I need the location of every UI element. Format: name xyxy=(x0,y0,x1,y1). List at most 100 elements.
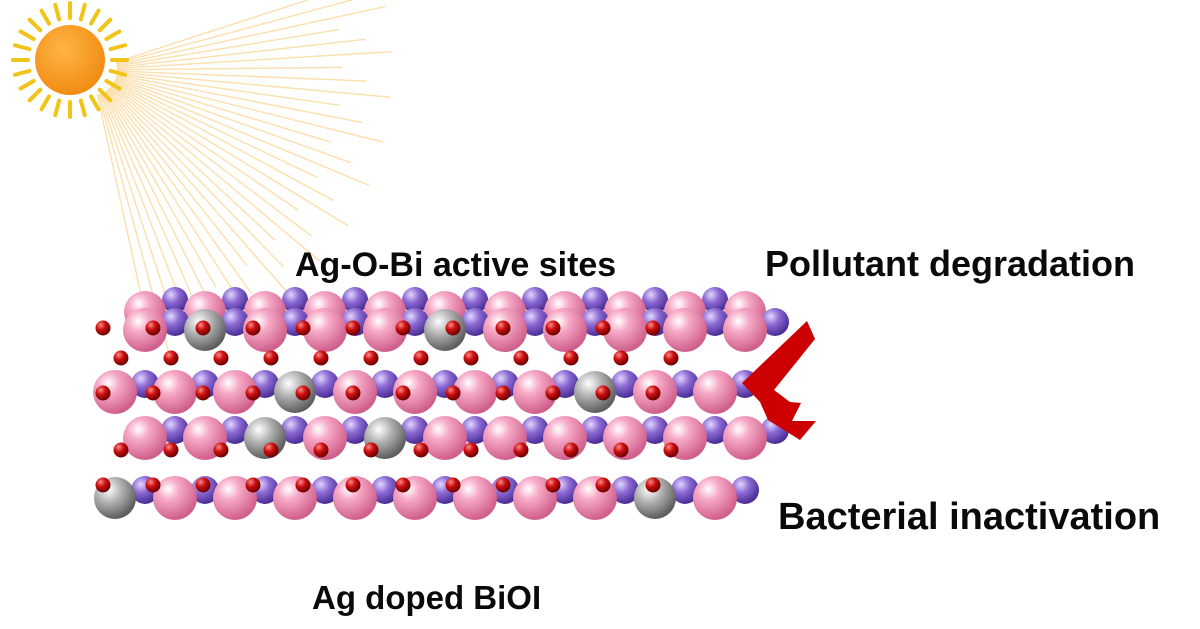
light-beam xyxy=(113,81,335,202)
light-beam xyxy=(114,80,318,179)
i-atom xyxy=(611,476,639,504)
o-atom xyxy=(363,350,379,366)
i-atom xyxy=(281,416,309,444)
i-atom xyxy=(371,370,399,398)
light-beam xyxy=(116,74,363,124)
i-atom xyxy=(221,308,249,336)
light-beam xyxy=(115,77,352,164)
i-atom xyxy=(581,416,609,444)
i-atom xyxy=(221,416,249,444)
o-atom xyxy=(645,320,661,336)
bi-atom xyxy=(153,370,197,414)
i-atom xyxy=(222,287,248,313)
bi-atom xyxy=(723,308,767,352)
o-atom xyxy=(613,442,629,458)
bi-atom xyxy=(543,308,587,352)
o-atom xyxy=(195,477,211,493)
i-atom xyxy=(311,476,339,504)
bi-atom xyxy=(693,476,737,520)
light-beam xyxy=(105,89,253,295)
o-atom xyxy=(195,320,211,336)
o-atom xyxy=(513,442,529,458)
o-atom xyxy=(295,477,311,493)
o-atom xyxy=(145,385,161,401)
o-atom xyxy=(413,442,429,458)
sun-ray xyxy=(97,17,113,33)
active-sites-label: Ag-O-Bi active sites xyxy=(295,246,617,284)
bi-atom xyxy=(93,370,137,414)
o-atom xyxy=(363,442,379,458)
i-atom xyxy=(641,416,669,444)
o-atom xyxy=(545,320,561,336)
bi-atom xyxy=(123,416,167,460)
o-atom xyxy=(445,320,461,336)
o-atom xyxy=(95,477,111,493)
i-atom xyxy=(521,416,549,444)
o-atom xyxy=(513,350,529,366)
light-beam xyxy=(110,85,323,264)
i-atom xyxy=(402,287,428,313)
i-atom xyxy=(161,308,189,336)
bi-atom xyxy=(723,416,767,460)
sun-ray xyxy=(78,2,87,22)
sun-ray xyxy=(108,43,128,52)
sun-ray xyxy=(12,68,32,77)
light-beam xyxy=(107,88,291,296)
sun-ray xyxy=(89,8,101,26)
o-atom xyxy=(163,442,179,458)
light-beam xyxy=(116,5,386,66)
sun-disc xyxy=(35,25,105,95)
i-atom xyxy=(461,416,489,444)
light-beam xyxy=(112,83,300,212)
light-beam xyxy=(103,91,217,288)
o-atom xyxy=(113,350,129,366)
o-atom xyxy=(663,350,679,366)
bi-atom xyxy=(123,308,167,352)
i-atom xyxy=(522,287,548,313)
light-beam xyxy=(100,93,183,304)
o-atom xyxy=(345,477,361,493)
o-atom xyxy=(295,320,311,336)
i-atom xyxy=(761,308,789,336)
i-atom xyxy=(401,416,429,444)
bi-atom xyxy=(513,370,557,414)
light-beam xyxy=(109,86,276,241)
sun-ray xyxy=(12,43,32,52)
i-atom xyxy=(162,287,188,313)
o-atom xyxy=(445,477,461,493)
o-atom xyxy=(313,442,329,458)
sun-ray xyxy=(39,94,51,112)
light-beam xyxy=(96,94,146,315)
light-beam xyxy=(115,0,355,65)
i-atom xyxy=(282,287,308,313)
bi-atom xyxy=(423,416,467,460)
material-label: Ag doped BiOI xyxy=(312,579,542,616)
bi-atom xyxy=(303,308,347,352)
i-atom xyxy=(701,308,729,336)
pollutant-degradation-label: Pollutant degradation xyxy=(765,243,1136,284)
i-atom xyxy=(582,287,608,313)
light-beam xyxy=(112,82,349,227)
o-atom xyxy=(595,320,611,336)
o-atom xyxy=(395,320,411,336)
o-atom xyxy=(195,385,211,401)
o-atom xyxy=(663,442,679,458)
o-atom xyxy=(345,385,361,401)
o-atom xyxy=(495,477,511,493)
i-atom xyxy=(341,416,369,444)
bi-atom xyxy=(153,476,197,520)
ag-doped-bioi-lattice xyxy=(93,287,789,520)
o-atom xyxy=(463,442,479,458)
bi-atom xyxy=(273,476,317,520)
o-atom xyxy=(645,477,661,493)
i-atom xyxy=(161,416,189,444)
i-atom xyxy=(342,287,368,313)
ag-atom xyxy=(574,371,616,413)
bacterial-inactivation-label: Bacterial inactivation xyxy=(778,496,1161,538)
sun-ray xyxy=(97,87,113,103)
o-atom xyxy=(113,442,129,458)
light-beam xyxy=(99,93,179,332)
sun-ray xyxy=(53,2,62,22)
bi-atom xyxy=(603,308,647,352)
